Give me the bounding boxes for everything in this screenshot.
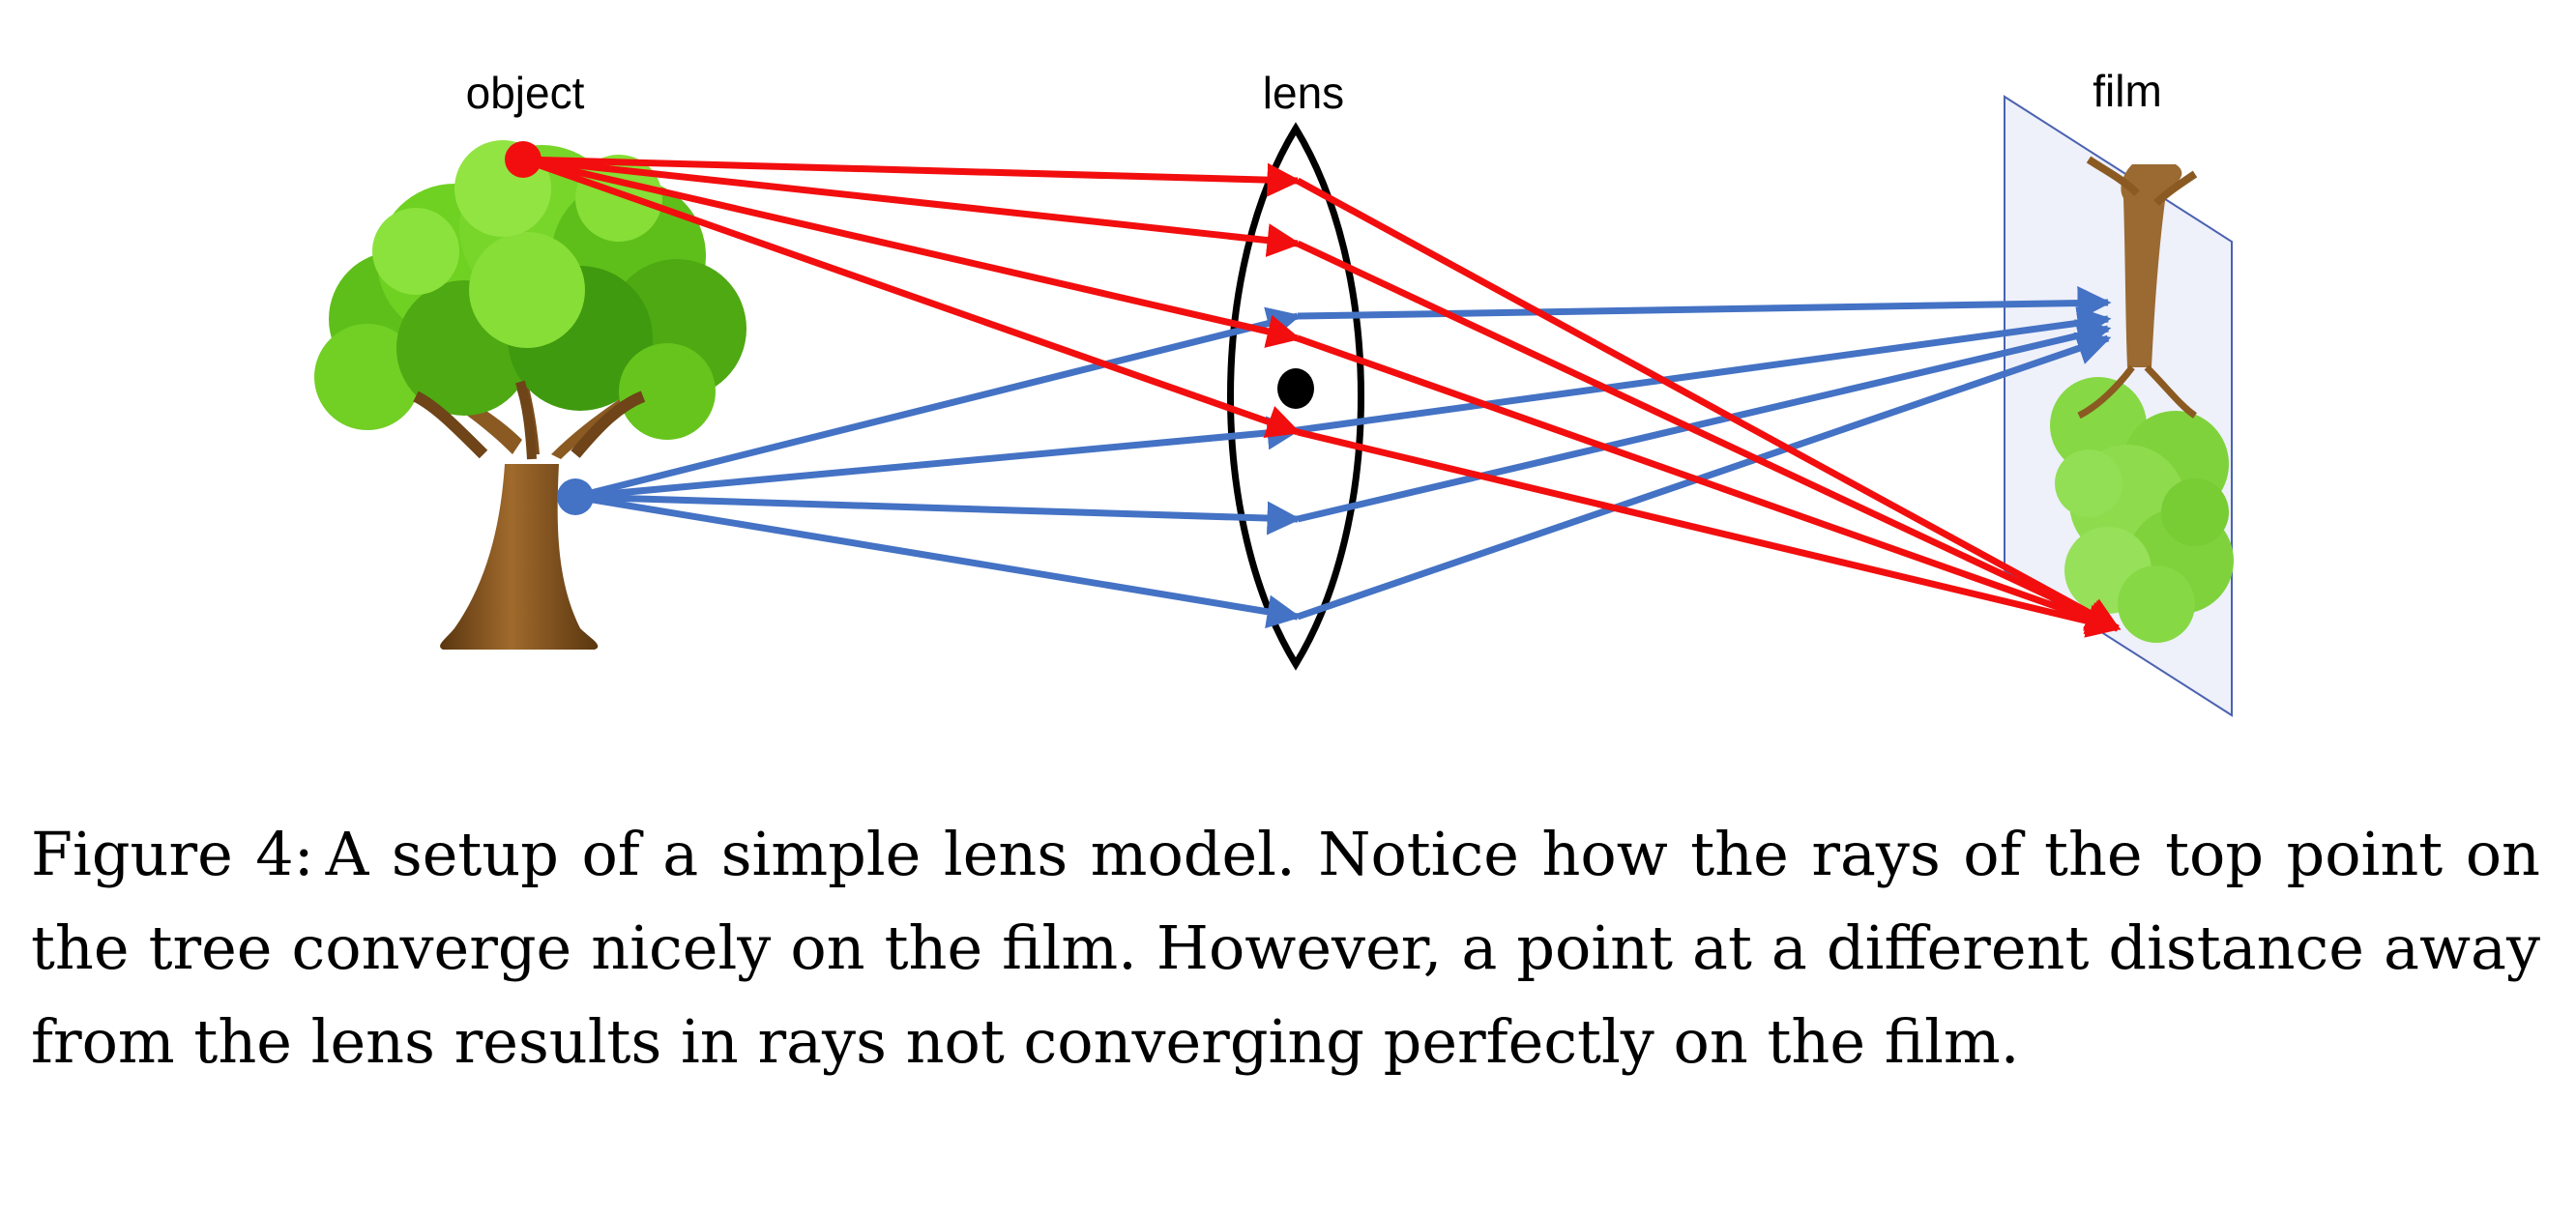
red-ray-1-in (522, 156, 1302, 197)
red-ray-2-in (522, 156, 1302, 257)
red-ray-3-out (1296, 334, 2122, 634)
bottom-point-rays (574, 286, 2112, 629)
blue-ray-3-in (574, 493, 1302, 536)
lens-diagram-svg: object lens film (314, 66, 2234, 717)
blue-ray-1-in (574, 306, 1302, 501)
optical-center-dot (1277, 368, 1314, 409)
red-ray-1-out (1296, 177, 2122, 632)
blue-ray-2-in (574, 416, 1302, 501)
caption-label: Figure 4: (31, 819, 314, 889)
red-ray-3-in (522, 156, 1302, 348)
lens-diagram: object lens film (314, 66, 2234, 717)
blue-ray-4-in (574, 493, 1302, 629)
blue-ray-3-out (1297, 319, 2112, 523)
red-ray-2-out (1296, 240, 2122, 632)
object-label: object (466, 68, 585, 118)
blue-ray-1-out (1297, 286, 2112, 321)
red-ray-4-out (1297, 428, 2122, 638)
top-point (505, 141, 542, 178)
bottom-point (557, 478, 594, 515)
blue-ray-2-out (1297, 305, 2112, 434)
film-label: film (2093, 66, 2162, 116)
top-point-rays (521, 156, 2122, 638)
red-ray-4-in (521, 156, 1302, 439)
blue-ray-4-out (1296, 332, 2112, 621)
inverted-tree-image (2050, 156, 2234, 643)
caption-text: A setup of a simple lens model. Notice h… (31, 819, 2540, 1077)
figure-caption: Figure 4:A setup of a simple lens model.… (31, 807, 2540, 1088)
lens-label: lens (1263, 68, 1344, 118)
lens-outline (1227, 122, 1364, 671)
